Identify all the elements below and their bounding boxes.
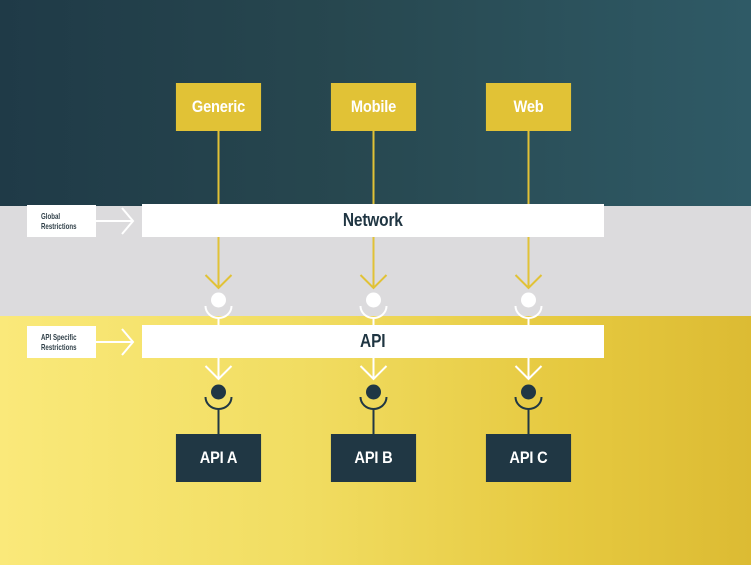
- socket-cup-icon: [204, 305, 233, 319]
- api-specific-restrictions-arrow-icon: [96, 328, 135, 356]
- socket-ball-icon: [366, 292, 381, 308]
- socket-ball-icon: [521, 292, 536, 308]
- column-mobile-connectors: [359, 131, 388, 434]
- client-box-mobile: Mobile: [330, 83, 417, 131]
- socket-ball-icon: [521, 384, 536, 400]
- chevron-down-icon: [359, 365, 388, 381]
- global-restrictions-label: Global Restrictions: [27, 205, 96, 237]
- socket-cup-icon: [359, 305, 388, 319]
- client-label-generic: Generic: [191, 97, 246, 116]
- endpoint-box-api-c: API C: [485, 434, 572, 482]
- chevron-down-icon: [514, 365, 543, 381]
- chevron-down-icon: [204, 274, 233, 290]
- api-layer-bar: API: [142, 325, 604, 358]
- socket-ball-icon: [211, 292, 226, 308]
- endpoint-label-api-c: API C: [509, 448, 548, 467]
- endpoint-box-api-a: API A: [175, 434, 262, 482]
- socket-cup-icon: [514, 305, 543, 319]
- client-label-mobile: Mobile: [350, 97, 397, 116]
- endpoint-label-api-a: API A: [199, 448, 238, 467]
- global-restrictions-line2: Restrictions: [41, 221, 77, 231]
- client-label-web: Web: [513, 97, 544, 116]
- chevron-down-icon: [359, 274, 388, 290]
- column-generic-connectors: [204, 131, 233, 434]
- chevron-down-icon: [514, 274, 543, 290]
- socket-ball-icon: [366, 384, 381, 400]
- api-layer-label: API: [360, 331, 386, 351]
- client-box-web: Web: [485, 83, 572, 131]
- endpoint-label-api-b: API B: [354, 448, 393, 467]
- network-layer-bar: Network: [142, 204, 604, 237]
- api-specific-restrictions-line2: Restrictions: [41, 342, 77, 352]
- endpoint-box-api-b: API B: [330, 434, 417, 482]
- column-web-connectors: [514, 131, 543, 434]
- chevron-down-icon: [204, 365, 233, 381]
- socket-ball-icon: [211, 384, 226, 400]
- api-specific-restrictions-line1: API Specific: [41, 332, 77, 342]
- global-restrictions-line1: Global: [41, 211, 61, 221]
- network-layer-label: Network: [343, 210, 403, 230]
- client-box-generic: Generic: [175, 83, 262, 131]
- global-restrictions-arrow-icon: [96, 207, 135, 235]
- api-specific-restrictions-label: API Specific Restrictions: [27, 326, 96, 358]
